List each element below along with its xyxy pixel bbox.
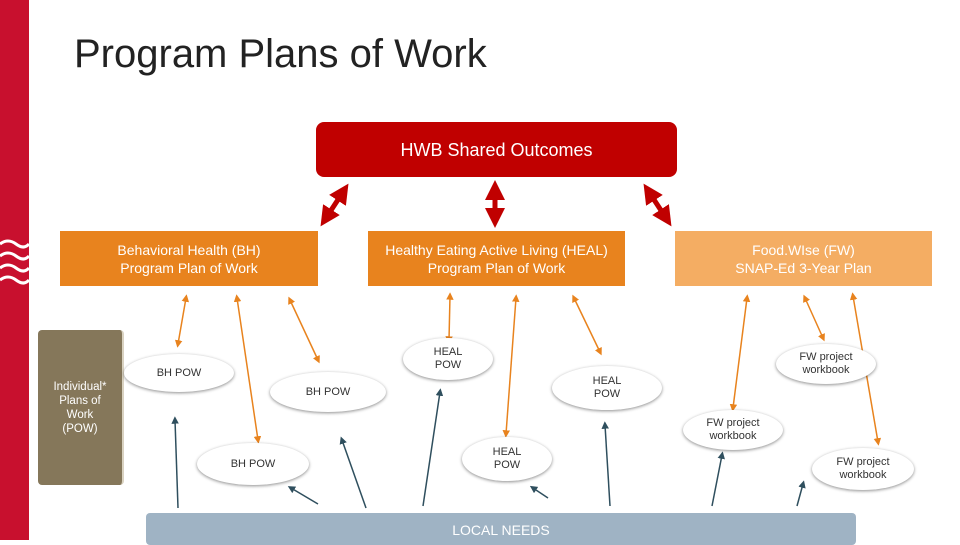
individual-pow-box: Individual* Plans of Work (POW)	[38, 330, 124, 485]
fw-workbook-node: FW project workbook	[776, 344, 876, 384]
fw-workbook-label: FW project workbook	[706, 417, 760, 442]
heal-pow-node: HEAL POW	[403, 338, 493, 380]
fw-program-box: Food.WIse (FW) SNAP-Ed 3-Year Plan	[675, 231, 932, 286]
bh-program-box: Behavioral Health (BH) Program Plan of W…	[60, 231, 318, 286]
red-arrow-right	[643, 183, 672, 227]
heal-pow-label: HEAL POW	[592, 375, 622, 400]
heal-pow-label: HEAL POW	[492, 446, 522, 471]
fw-workbook-node: FW project workbook	[812, 448, 914, 490]
heal-program-box: Healthy Eating Active Living (HEAL) Prog…	[368, 231, 625, 286]
bh-pow-node: BH POW	[197, 443, 309, 485]
fw-workbook-node: FW project workbook	[683, 410, 783, 450]
bh-pow-node: BH POW	[270, 372, 386, 412]
red-arrow-left	[320, 183, 349, 227]
individual-pow-label: Individual* Plans of Work (POW)	[53, 380, 107, 435]
page-title: Program Plans of Work	[74, 32, 487, 76]
heal-pow-node: HEAL POW	[462, 437, 552, 481]
fw-workbook-label: FW project workbook	[836, 456, 890, 481]
local-needs-bar: LOCAL NEEDS	[146, 513, 856, 545]
heal-pow-node: HEAL POW	[552, 366, 662, 410]
heal-program-label: Healthy Eating Active Living (HEAL) Prog…	[385, 241, 608, 276]
heal-pow-label: HEAL POW	[433, 346, 463, 371]
bh-pow-node: BH POW	[124, 354, 234, 392]
wave-logo-icon	[0, 239, 31, 285]
left-accent-bar	[0, 0, 31, 540]
fw-workbook-label: FW project workbook	[799, 351, 853, 376]
bh-pow-label: BH POW	[230, 457, 276, 470]
fw-program-label: Food.WIse (FW) SNAP-Ed 3-Year Plan	[735, 241, 872, 276]
bh-program-label: Behavioral Health (BH) Program Plan of W…	[117, 241, 261, 276]
bh-pow-label: BH POW	[305, 385, 351, 398]
bh-pow-label: BH POW	[156, 366, 202, 379]
shared-outcomes-box: HWB Shared Outcomes	[316, 122, 677, 177]
